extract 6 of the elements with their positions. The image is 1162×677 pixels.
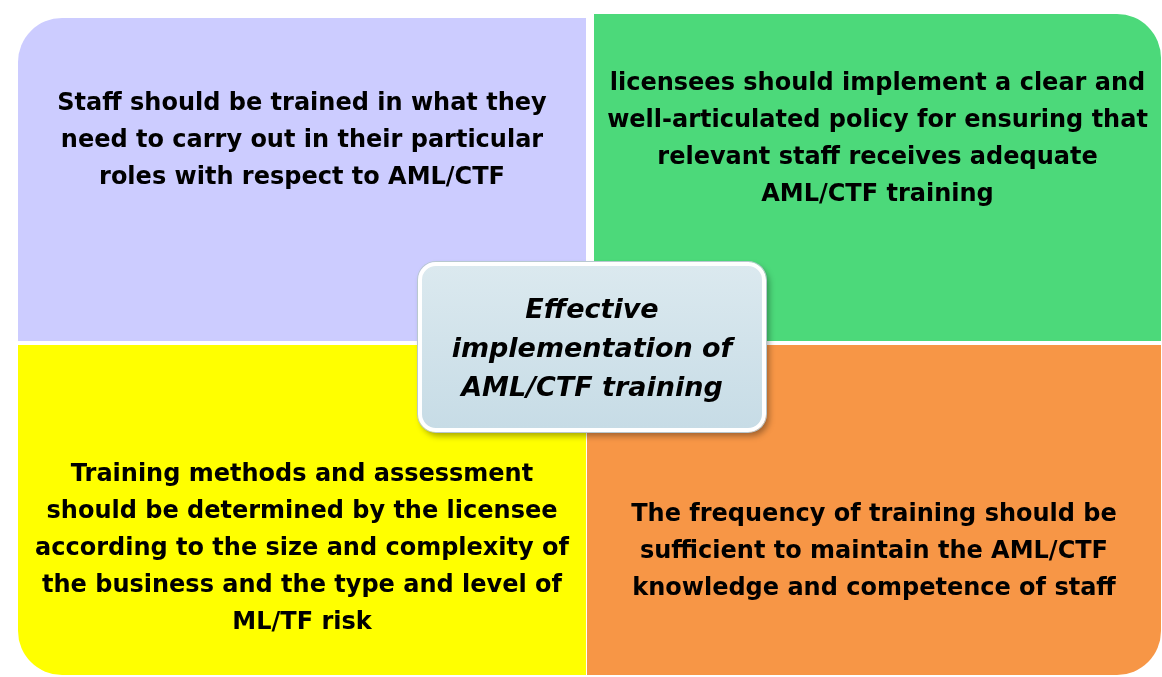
central-topic-box (418, 262, 766, 432)
panel-text: licensees should implement a clear and well-articulated policy for ensuring that relevant staff receives adequate AML/CTF training (606, 67, 1149, 209)
panel-text: The frequency of training should be sufficient to maintain the AML/CTF knowledge and competence of staff (630, 498, 1118, 603)
panel-text: Training methods and assessment should be determined by the licensee according to the size and complexity of the business and the type and level of ML/TF risk (34, 458, 571, 637)
central-topic-text: Effective implementation of AML/CTF training (450, 291, 736, 404)
panel-text: Staff should be trained in what they need to carry out in their particular roles with respect to AML/CTF (56, 87, 548, 192)
